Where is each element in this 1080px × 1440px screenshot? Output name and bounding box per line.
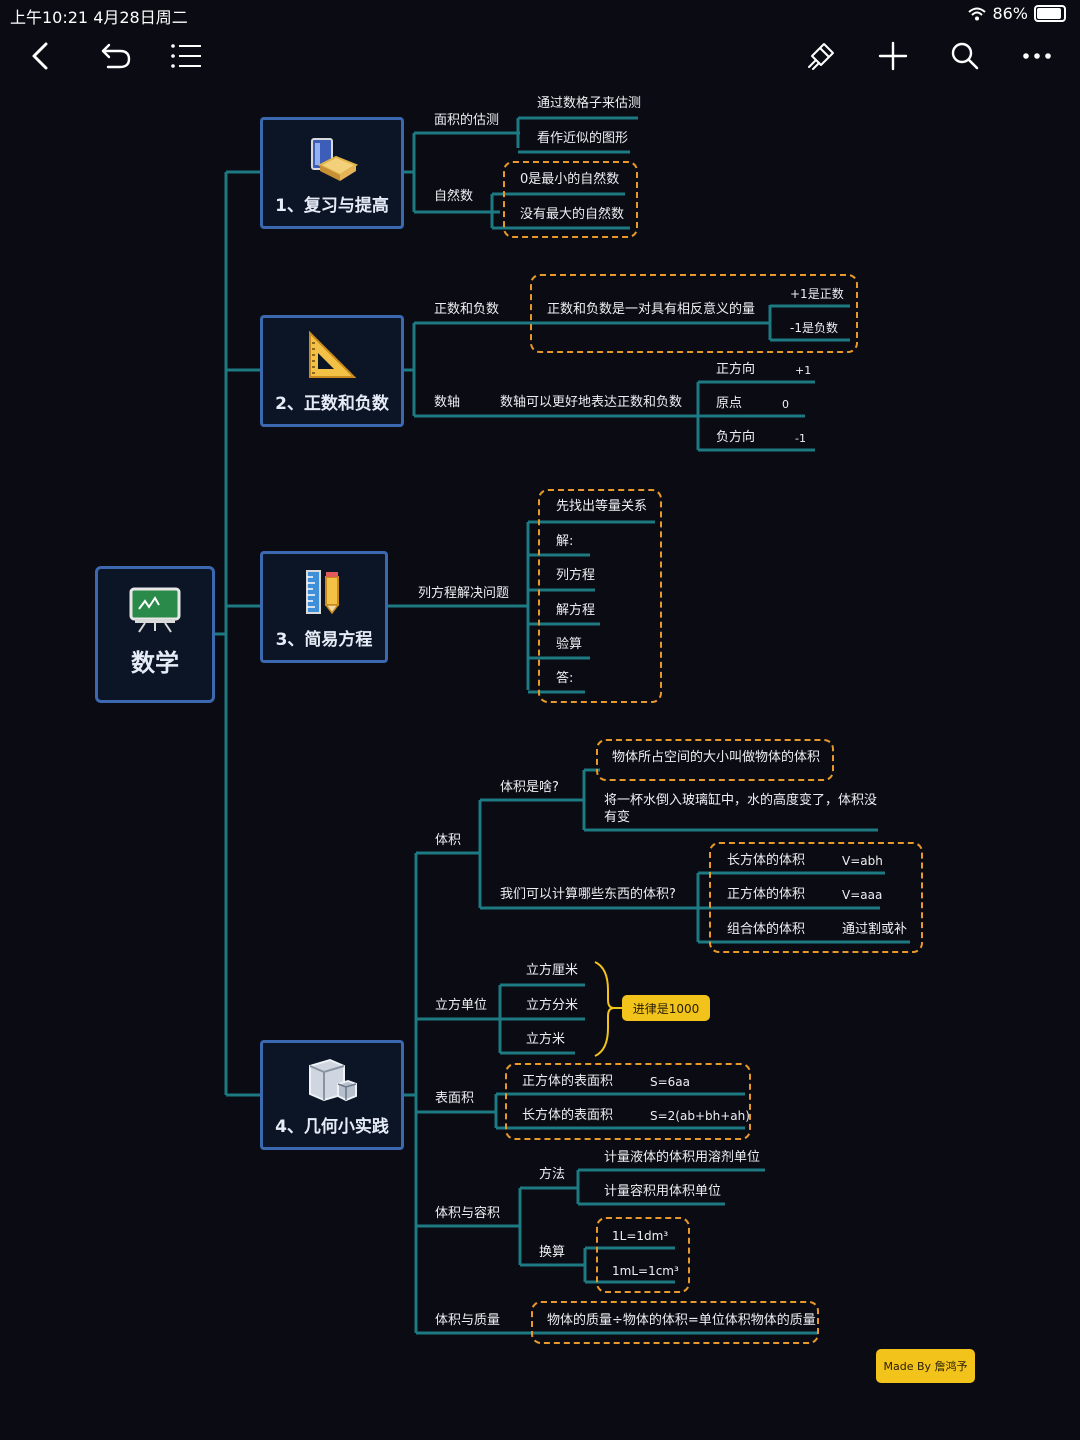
list-icon[interactable] xyxy=(160,30,212,82)
battery-indicator: 86% xyxy=(968,4,1066,23)
branch-pos-neg[interactable]: 正数和负数 xyxy=(434,302,500,317)
topic-label: 1、复习与提高 xyxy=(275,196,389,216)
branch-volume-capacity[interactable]: 体积与容积 xyxy=(435,1206,501,1221)
topic-equations[interactable]: 3、简易方程 xyxy=(260,551,388,663)
leaf-positive-dir[interactable]: 正方向 xyxy=(716,362,756,377)
books-icon xyxy=(311,138,358,181)
leaf-cube-surface[interactable]: 正方体的表面积 xyxy=(522,1074,614,1089)
branch-cubic-unit[interactable]: 立方单位 xyxy=(435,998,488,1013)
branch-natural-number[interactable]: 自然数 xyxy=(434,189,474,204)
toolbar xyxy=(0,30,1080,84)
search-icon[interactable] xyxy=(939,30,991,82)
leaf-liter[interactable]: 1L=1dm³ xyxy=(612,1229,669,1243)
cubes-icon xyxy=(309,1058,357,1102)
leaf-dm3[interactable]: 立方分米 xyxy=(526,998,579,1013)
root-topic[interactable]: 数学 xyxy=(95,566,215,703)
leaf-cuboid-formula: V=abh xyxy=(842,854,883,868)
leaf-positive-dir-value: +1 xyxy=(795,364,812,377)
topic-label: 2、正数和负数 xyxy=(275,394,389,414)
author-credit: Made By 詹鸿予 xyxy=(876,1349,975,1383)
leaf-cuboid-surface-formula: S=2(ab+bh+ah) xyxy=(650,1109,750,1123)
step-let[interactable]: 解: xyxy=(556,534,574,549)
leaf-liquid-unit[interactable]: 计量液体的体积用溶剂单位 xyxy=(604,1150,761,1165)
step-write-equation[interactable]: 列方程 xyxy=(556,568,596,583)
leaf-milliliter[interactable]: 1mL=1cm³ xyxy=(612,1264,679,1278)
plus-icon[interactable] xyxy=(867,30,919,82)
leaf-plus-one[interactable]: +1是正数 xyxy=(790,287,844,301)
undo-icon[interactable] xyxy=(90,30,142,82)
branch-conversion[interactable]: 换算 xyxy=(539,1245,566,1260)
leaf-m3[interactable]: 立方米 xyxy=(526,1032,566,1047)
wifi-icon xyxy=(968,7,987,20)
branch-what-is-volume[interactable]: 体积是啥? xyxy=(500,780,559,795)
leaf-composite-volume[interactable]: 组合体的体积 xyxy=(727,922,806,937)
leaf-grid-count[interactable]: 通过数格子来估测 xyxy=(537,96,642,111)
leaf-capacity-unit[interactable]: 计量容积用体积单位 xyxy=(604,1184,722,1199)
unit-rate-note[interactable]: 进律是1000 xyxy=(622,995,710,1021)
leaf-composite-method: 通过割或补 xyxy=(842,922,908,937)
branch-volume[interactable]: 体积 xyxy=(435,833,462,848)
branch-solve-equation[interactable]: 列方程解决问题 xyxy=(418,586,510,601)
leaf-zero-smallest[interactable]: 0是最小的自然数 xyxy=(520,172,620,187)
status-time: 上午10:21 4月28日周二 xyxy=(10,8,188,27)
topic-geometry[interactable]: 4、几何小实践 xyxy=(260,1040,404,1150)
triangle-ruler-icon xyxy=(309,330,357,378)
step-solve[interactable]: 解方程 xyxy=(556,603,596,618)
leaf-water-example[interactable]: 将一杯水倒入玻璃缸中，水的高度变了，体积没 xyxy=(604,793,878,808)
leaf-number-line-desc[interactable]: 数轴可以更好地表达正数和负数 xyxy=(500,395,683,410)
leaf-mass-formula[interactable]: 物体的质量÷物体的体积=单位体积物体的质量 xyxy=(547,1313,816,1328)
battery-percent: 86% xyxy=(992,4,1028,23)
blackboard-icon xyxy=(129,587,181,633)
step-check[interactable]: 验算 xyxy=(556,637,583,652)
leaf-approx-shape[interactable]: 看作近似的图形 xyxy=(537,131,629,146)
leaf-negative-dir[interactable]: 负方向 xyxy=(716,430,756,445)
leaf-volume-def[interactable]: 物体所占空间的大小叫做物体的体积 xyxy=(612,750,821,765)
branch-which-volumes[interactable]: 我们可以计算哪些东西的体积? xyxy=(500,887,676,902)
leaf-cm3[interactable]: 立方厘米 xyxy=(526,963,579,978)
status-bar: 上午10:21 4月28日周二 86% xyxy=(0,0,1080,28)
ruler-pencil-icon xyxy=(306,570,340,615)
topic-positive-negative[interactable]: 2、正数和负数 xyxy=(260,315,404,427)
branch-method[interactable]: 方法 xyxy=(539,1167,566,1182)
branch-area-estimate[interactable]: 面积的估测 xyxy=(434,113,500,128)
leaf-pos-neg-desc[interactable]: 正数和负数是一对具有相反意义的量 xyxy=(547,302,756,317)
leaf-cuboid-surface[interactable]: 长方体的表面积 xyxy=(522,1108,614,1123)
topic-label: 4、几何小实践 xyxy=(275,1117,389,1137)
brush-icon[interactable] xyxy=(795,30,847,82)
leaf-cube-formula: V=aaa xyxy=(842,888,883,902)
leaf-no-largest[interactable]: 没有最大的自然数 xyxy=(520,207,625,222)
branch-number-line[interactable]: 数轴 xyxy=(434,395,461,410)
leaf-origin-value: 0 xyxy=(782,398,789,411)
topic-label: 3、简易方程 xyxy=(275,630,373,650)
branch-surface-area[interactable]: 表面积 xyxy=(435,1091,475,1106)
leaf-origin[interactable]: 原点 xyxy=(716,396,743,411)
leaf-cube-volume[interactable]: 正方体的体积 xyxy=(727,887,806,902)
step-answer[interactable]: 答: xyxy=(556,671,574,686)
leaf-minus-one[interactable]: -1是负数 xyxy=(790,321,838,335)
branch-volume-mass[interactable]: 体积与质量 xyxy=(435,1313,501,1328)
leaf-negative-dir-value: -1 xyxy=(795,432,806,445)
root-label: 数学 xyxy=(131,649,179,677)
topic-review[interactable]: 1、复习与提高 xyxy=(260,117,404,229)
battery-icon xyxy=(1034,5,1066,22)
more-icon[interactable] xyxy=(1011,30,1063,82)
back-icon[interactable] xyxy=(14,30,66,82)
leaf-water-example-cont: 有变 xyxy=(604,810,631,825)
leaf-cuboid-volume[interactable]: 长方体的体积 xyxy=(727,853,806,868)
step-find-relation[interactable]: 先找出等量关系 xyxy=(556,499,648,514)
leaf-cube-surface-formula: S=6aa xyxy=(650,1075,691,1089)
